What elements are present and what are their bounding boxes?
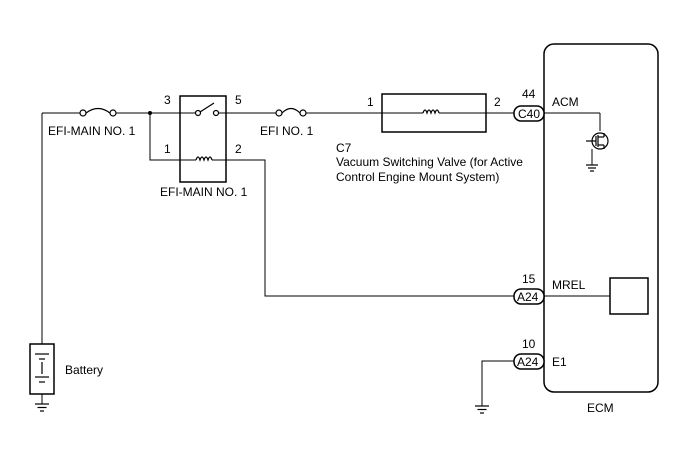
ecm-label: ECM <box>587 401 614 415</box>
vsv-pin-1: 1 <box>367 95 374 109</box>
relay-pin-1: 1 <box>164 142 171 156</box>
relay-pin-2: 2 <box>235 142 242 156</box>
acm-signal-label: ACM <box>552 95 579 109</box>
mrel-signal-label: MREL <box>552 278 586 292</box>
connector-a24-label: A24 <box>517 290 539 304</box>
relay-label: EFI-MAIN NO. 1 <box>160 185 248 199</box>
connector-c40-label: C40 <box>518 107 540 121</box>
e1-wire <box>481 360 514 406</box>
fuse-efi-no1-icon <box>275 107 307 117</box>
mrel-wire <box>226 159 514 297</box>
vsv-pin-2: 2 <box>494 95 501 109</box>
fuse-right-label: EFI NO. 1 <box>260 124 314 138</box>
connector-a24-mrel: A24 <box>513 288 545 305</box>
relay-pin-5: 5 <box>235 93 242 107</box>
acm-transistor-icon <box>544 112 609 172</box>
pin-10-label: 10 <box>522 337 536 351</box>
mrel-block <box>609 277 649 315</box>
vacuum-switching-valve <box>381 93 487 133</box>
vsv-name-line2: Control Engine Mount System) <box>336 170 499 184</box>
relay-pin-3: 3 <box>164 93 171 107</box>
battery-label: Battery <box>65 363 103 377</box>
battery-icon <box>29 343 55 412</box>
ground-icon <box>475 405 489 414</box>
pin-44-label: 44 <box>522 87 536 101</box>
main-power-wire <box>41 112 196 344</box>
fuse-left-label: EFI-MAIN NO. 1 <box>48 124 136 138</box>
connector-c40: C40 <box>513 105 545 122</box>
fuse-efi-main-no1-icon <box>79 107 117 117</box>
connector-a24-label: A24 <box>517 355 539 369</box>
e1-signal-label: E1 <box>552 355 567 369</box>
vsv-ref: C7 <box>336 141 352 155</box>
relay-efi-main-no1 <box>179 95 227 183</box>
connector-a24-e1: A24 <box>513 353 545 370</box>
pin-15-label: 15 <box>522 272 536 286</box>
vsv-name-line1: Vacuum Switching Valve (for Active <box>336 155 523 169</box>
